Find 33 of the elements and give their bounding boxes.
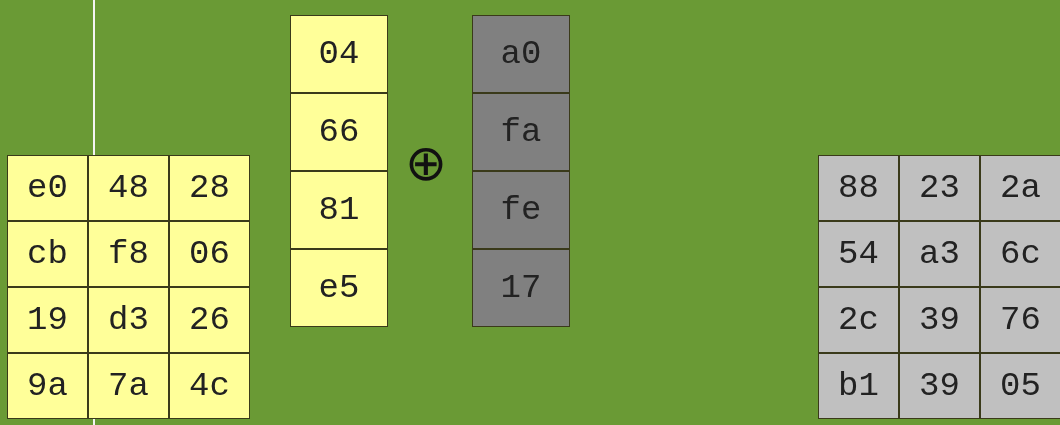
byte-cell: 9a bbox=[7, 353, 88, 419]
byte-cell: 88 bbox=[818, 155, 899, 221]
byte-cell: 2c bbox=[818, 287, 899, 353]
byte-cell: 6c bbox=[980, 221, 1060, 287]
byte-cell: 19 bbox=[7, 287, 88, 353]
byte-cell: 4c bbox=[169, 353, 250, 419]
byte-cell: 2a bbox=[980, 155, 1060, 221]
byte-cell: 66 bbox=[290, 93, 388, 171]
byte-cell: e5 bbox=[290, 249, 388, 327]
byte-cell: 7a bbox=[88, 353, 169, 419]
byte-cell: 26 bbox=[169, 287, 250, 353]
byte-cell: 54 bbox=[818, 221, 899, 287]
byte-cell: a0 bbox=[472, 15, 570, 93]
byte-cell: 39 bbox=[899, 353, 980, 419]
byte-cell: e0 bbox=[7, 155, 88, 221]
byte-cell: 39 bbox=[899, 287, 980, 353]
byte-cell: 81 bbox=[290, 171, 388, 249]
byte-cell: fe bbox=[472, 171, 570, 249]
byte-cell: 48 bbox=[88, 155, 169, 221]
xor-symbol: ⊕ bbox=[405, 138, 447, 188]
byte-cell: f8 bbox=[88, 221, 169, 287]
byte-cell: 23 bbox=[899, 155, 980, 221]
byte-cell: d3 bbox=[88, 287, 169, 353]
byte-cell: 17 bbox=[472, 249, 570, 327]
byte-cell: fa bbox=[472, 93, 570, 171]
byte-cell: 05 bbox=[980, 353, 1060, 419]
byte-cell: 04 bbox=[290, 15, 388, 93]
byte-cell: 28 bbox=[169, 155, 250, 221]
byte-cell: 76 bbox=[980, 287, 1060, 353]
byte-cell: cb bbox=[7, 221, 88, 287]
byte-cell: b1 bbox=[818, 353, 899, 419]
byte-cell: a3 bbox=[899, 221, 980, 287]
byte-cell: 06 bbox=[169, 221, 250, 287]
